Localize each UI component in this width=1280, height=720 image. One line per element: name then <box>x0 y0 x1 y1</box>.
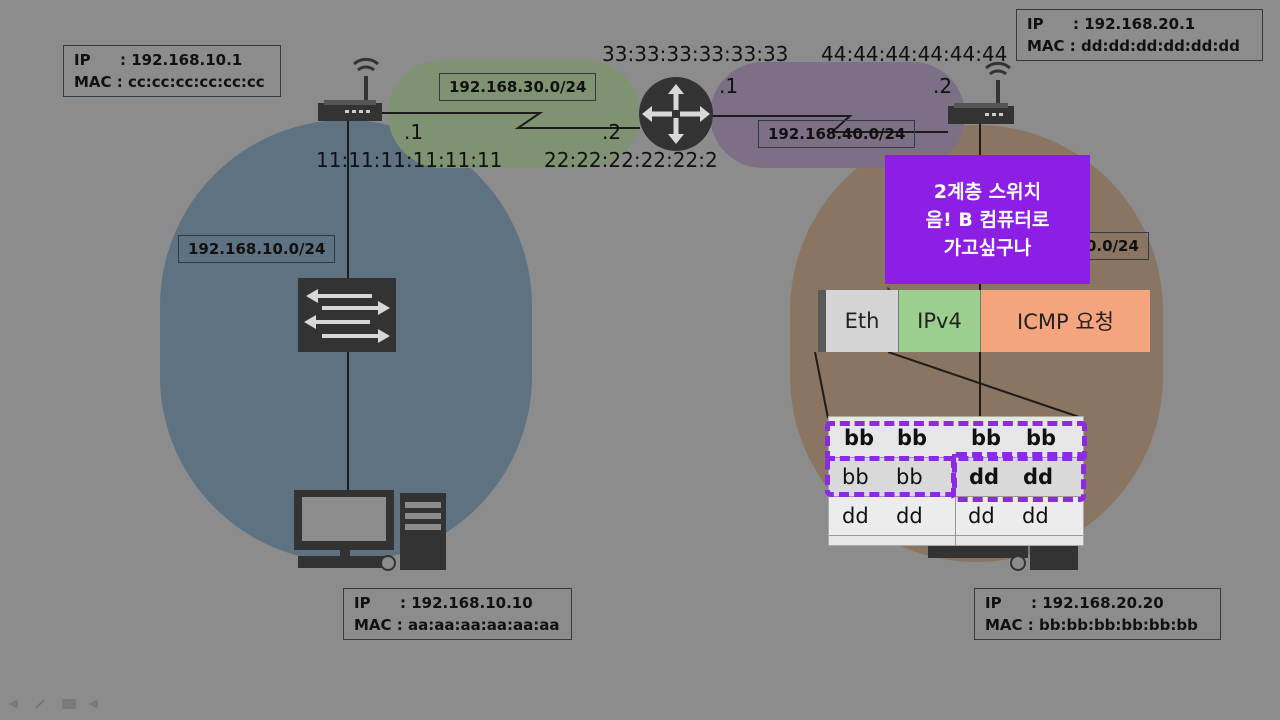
router-b-icon <box>948 61 1014 124</box>
highlight-destination-mac-tail <box>825 454 957 497</box>
callout-line-3: 가고싶구나 <box>943 236 1032 259</box>
pc-a-mac: : aa:aa:aa:aa:aa:aa <box>396 616 560 634</box>
router-center-icon <box>639 77 713 151</box>
frame-cell: dd <box>842 504 869 528</box>
router-b-info: IP : 192.168.20.1 MAC : dd:dd:dd:dd:dd:dd <box>1016 9 1263 61</box>
frame-cell: bb <box>896 465 923 489</box>
ip-label: IP <box>74 51 91 69</box>
router-a-icon <box>318 57 382 121</box>
packet-icmp-payload: ICMP 요청 <box>981 290 1151 352</box>
network-label-20: 0.0/24 <box>1082 232 1149 260</box>
pc-b-icon <box>928 544 1078 571</box>
highlight-source-mac <box>951 452 1086 502</box>
switch-thought-callout: 2계층 스위치 음! B 컴퓨터로 가고싶구나 <box>885 155 1090 284</box>
right-interface-label: .2 <box>933 74 953 98</box>
frame-cell: bb <box>971 426 1002 450</box>
switch-icon <box>298 278 396 352</box>
frame-cell: dd <box>896 504 923 528</box>
frame-row: dd dd dd dd <box>829 497 1083 536</box>
left-interface-label: .1 <box>404 120 424 144</box>
frame-cell: bb <box>842 465 869 489</box>
pc-a-info: IP : 192.168.10.10 MAC : aa:aa:aa:aa:aa:a… <box>343 588 572 640</box>
ip-label: IP <box>354 594 371 612</box>
pc-a-icon <box>294 490 446 571</box>
frame-cell: dd <box>1023 465 1054 489</box>
frame-divider <box>955 497 956 545</box>
router-b-ip: : 192.168.20.1 <box>1073 15 1196 33</box>
pc-a-ip: : 192.168.10.10 <box>400 594 533 612</box>
frame-cell: dd <box>1022 504 1049 528</box>
mac-label: MAC <box>74 73 112 91</box>
frame-cell: bb <box>844 426 875 450</box>
ip-label: IP <box>1027 15 1044 33</box>
network-label-10: 192.168.10.0/24 <box>178 235 336 263</box>
center-left-interface-label: .2 <box>602 120 622 144</box>
pc-b-info: IP : 192.168.20.20 MAC : bb:bb:bb:bb:bb:b… <box>974 588 1221 640</box>
center-right-interface-label: .1 <box>719 74 739 98</box>
center-mac-label: 33:33:33:33:33:33 <box>602 42 789 66</box>
ip-label: IP <box>985 594 1002 612</box>
slideshow-toolbar <box>8 699 98 709</box>
mac-label: MAC <box>354 616 392 634</box>
frame-cell: dd <box>968 504 995 528</box>
mac-label: MAC <box>1027 37 1065 55</box>
network-label-40: 192.168.40.0/24 <box>758 120 916 148</box>
mac-label: MAC <box>985 616 1023 634</box>
router-a-mac: : cc:cc:cc:cc:cc:cc <box>116 73 265 91</box>
frame-cell: bb <box>1026 426 1057 450</box>
right-mac-label: 44:44:44:44:44:44 <box>821 42 1008 66</box>
pc-b-mac: : bb:bb:bb:bb:bb:bb <box>1027 616 1198 634</box>
callout-line-1: 2계층 스위치 <box>933 180 1042 203</box>
frame-cell: dd <box>969 465 1000 489</box>
left-mac-label: 11:11:11:11:11:11 <box>316 148 503 172</box>
network-label-30: 192.168.30.0/24 <box>439 73 597 101</box>
router-a-info: IP : 192.168.10.1 MAC : cc:cc:cc:cc:cc:cc <box>63 45 281 97</box>
packet-ipv4-header: IPv4 <box>899 290 981 352</box>
packet: Eth IPv4 ICMP 요청 <box>818 290 1151 352</box>
router-b-mac: : dd:dd:dd:dd:dd:dd <box>1069 37 1240 55</box>
frame-cell: bb <box>897 426 928 450</box>
router-a-ip: : 192.168.10.1 <box>120 51 243 69</box>
callout-line-2: 음! B 컴퓨터로 <box>925 208 1050 231</box>
center-left-mac-label: 22:22:22:22:22:2 <box>544 148 718 172</box>
pc-b-ip: : 192.168.20.20 <box>1031 594 1164 612</box>
packet-eth-header: Eth <box>818 290 899 352</box>
